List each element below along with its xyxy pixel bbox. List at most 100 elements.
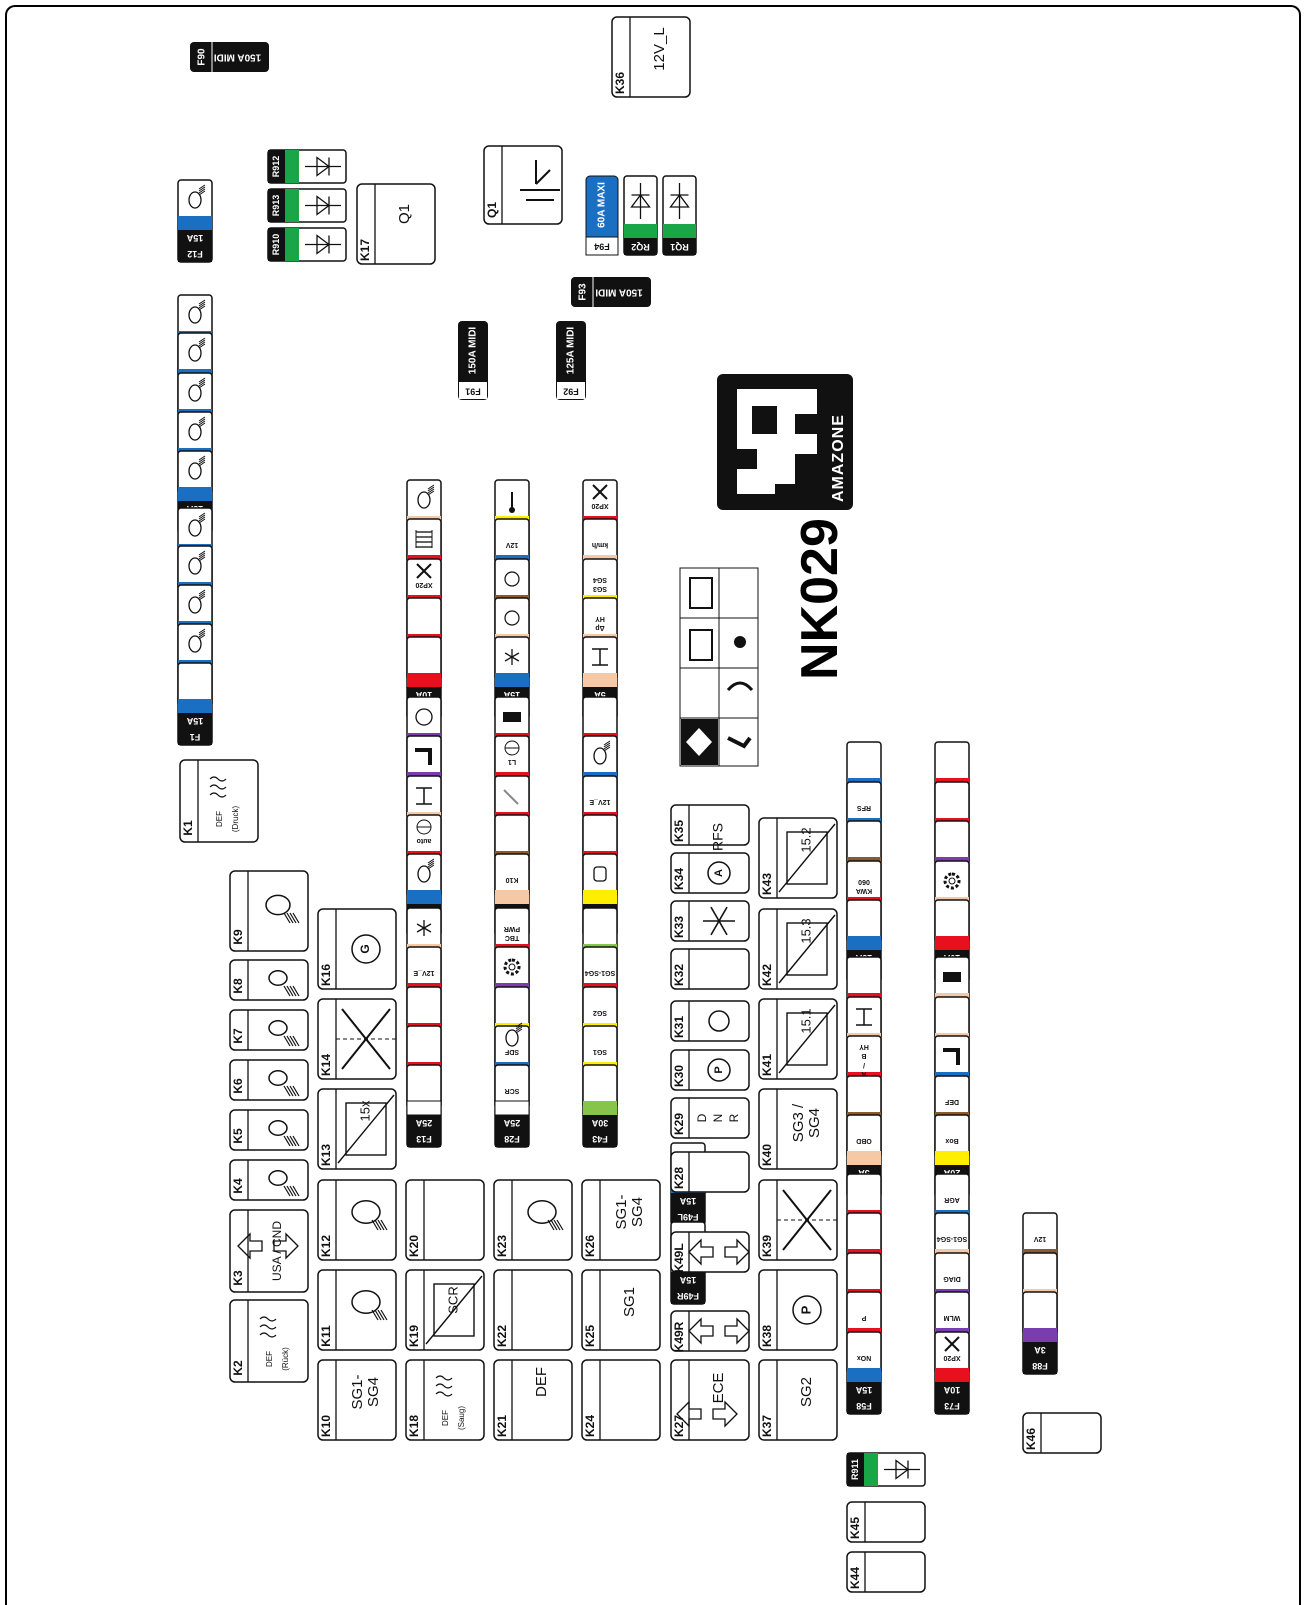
updown-arrows-icon: [688, 1238, 750, 1266]
fuse-amp-label: 5A: [594, 690, 606, 700]
fuse-text-label: Δp: [595, 624, 604, 631]
lamp-icon: [188, 628, 206, 653]
wheel-icon: [416, 819, 432, 835]
relay-k6[interactable]: K6: [229, 1059, 309, 1101]
relay-k7[interactable]: K7: [229, 1009, 309, 1051]
lamp-icon: [505, 1022, 523, 1047]
diode-rq1[interactable]: RQ1: [662, 175, 697, 256]
diode-r910[interactable]: R910: [267, 227, 347, 262]
maxi-id-label: F94: [594, 242, 610, 252]
relay-text-label: SG4: [629, 1197, 646, 1227]
relay-k4[interactable]: K4: [229, 1159, 309, 1201]
display-icon: [943, 972, 961, 982]
relay-k45[interactable]: K45: [846, 1501, 926, 1543]
fuse-text-label: SG1-SG4: [937, 1235, 967, 1242]
relay-k49r[interactable]: K49R: [670, 1310, 750, 1352]
relay-k22[interactable]: K22: [493, 1269, 573, 1351]
diode-r911[interactable]: R911: [846, 1452, 926, 1487]
fuse-text-label: AGR: [944, 1196, 960, 1203]
tools-icon: [592, 484, 608, 500]
lamp-icon: [188, 512, 206, 537]
relay-k49l[interactable]: K49L: [670, 1231, 750, 1273]
relay-k14[interactable]: K14: [317, 998, 397, 1080]
relay-k12[interactable]: K12: [317, 1179, 397, 1261]
relay-id-label: K29: [672, 1113, 686, 1135]
fuse-id-label: F12: [187, 249, 203, 259]
diode-id-label: R912: [271, 156, 281, 178]
diode-id-label: R910: [271, 234, 281, 256]
fuse-amp-label: 20A: [943, 1168, 960, 1178]
lamp-icon: [188, 550, 206, 575]
wheel-icon: [504, 740, 520, 756]
diode-rq2[interactable]: RQ2: [623, 175, 658, 256]
relay-id-label: K4: [231, 1178, 245, 1194]
lamp-icon: [268, 1020, 300, 1047]
relay-k44[interactable]: K44: [846, 1551, 926, 1593]
relay-text-label: SG1: [621, 1287, 638, 1317]
relay-k9[interactable]: K9: [229, 870, 309, 952]
relay-k31[interactable]: K31: [670, 1000, 750, 1042]
relay-k8[interactable]: K8: [229, 959, 309, 1001]
switch-q1[interactable]: Q1: [483, 145, 563, 225]
relay-k23[interactable]: K23: [493, 1179, 573, 1261]
relay-text-label: DEF: [215, 811, 224, 827]
relay-k28[interactable]: K28: [670, 1151, 750, 1193]
probe-icon: [509, 492, 515, 513]
relay-k33[interactable]: K33: [670, 900, 750, 942]
fuse-text-label: SG1: [593, 1048, 607, 1055]
relay-k46[interactable]: K46: [1022, 1412, 1102, 1454]
relay-k20[interactable]: K20: [405, 1179, 485, 1261]
lamp-icon: [265, 894, 300, 924]
relay-k5[interactable]: K5: [229, 1109, 309, 1151]
svg-text:G: G: [358, 944, 372, 953]
circle-icon: P: [707, 1058, 731, 1082]
fuse-text-label: /: [863, 1061, 865, 1068]
fuse-text-label: XP20: [591, 502, 608, 509]
relay-k39[interactable]: K39: [758, 1179, 838, 1261]
diode-r913[interactable]: R913: [267, 188, 347, 223]
fuse-text-label: WLM: [943, 1314, 960, 1321]
relay-k24[interactable]: K24: [581, 1359, 661, 1441]
relay-id-label: K5: [231, 1128, 245, 1144]
relay-k11[interactable]: K11: [317, 1269, 397, 1351]
diode-r912[interactable]: R912: [267, 149, 347, 184]
relay-k32[interactable]: K32: [670, 948, 750, 990]
